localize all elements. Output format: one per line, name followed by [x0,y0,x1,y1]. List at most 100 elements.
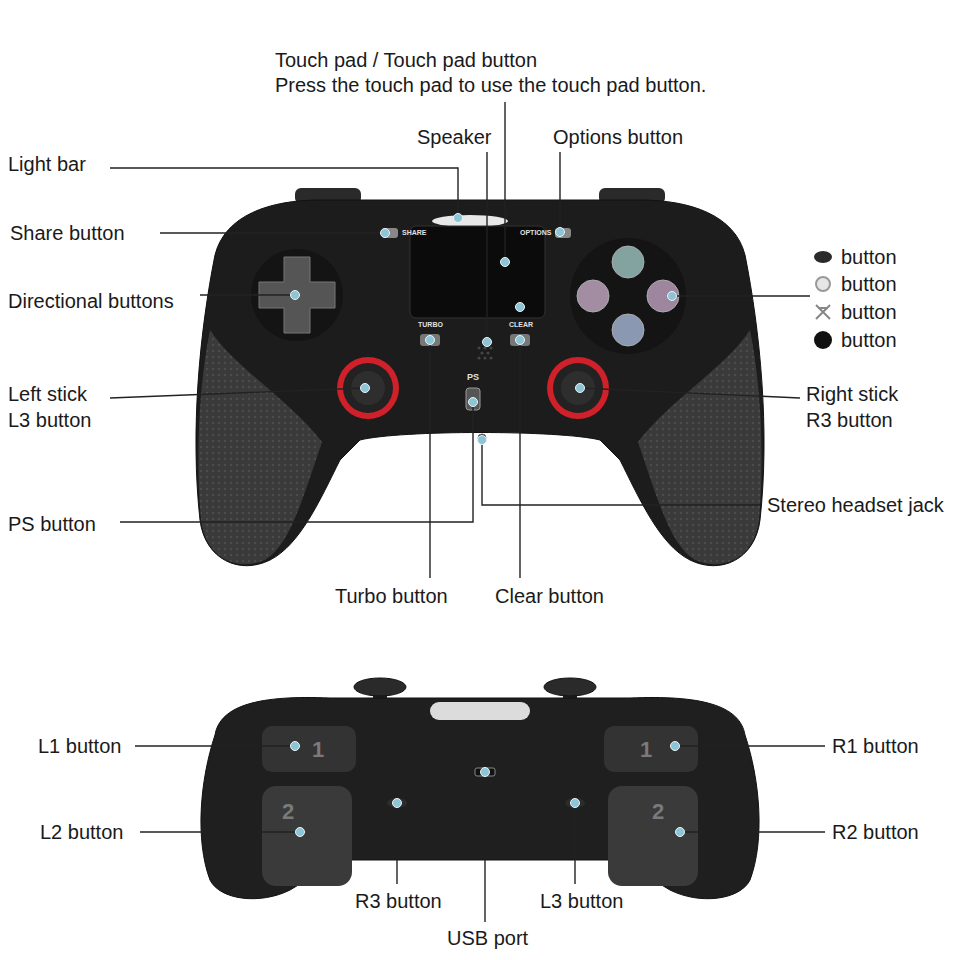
callout-label: Left stick [8,382,87,406]
face-button [577,280,609,312]
callout-label: button [841,300,897,324]
callout-label: R1 button [832,734,919,758]
pointer-dots [393,799,402,808]
leader-lines [135,745,295,746]
leader-lines [504,102,505,262]
callout-label: button [841,272,897,296]
clear-key [510,334,530,346]
speaker-grille [489,346,492,349]
callout-label: R2 button [832,820,919,844]
pointer-dots [454,214,463,223]
pointer-dots [668,292,677,301]
pointer-dots [676,828,685,837]
key-print: TURBO [418,321,443,329]
ps-key [466,388,480,410]
cross-symbol [816,305,830,319]
callout-label: L3 button [540,889,623,913]
light-bar [432,215,508,227]
callout-label: button [841,245,897,269]
right-stick [553,363,603,413]
speaker-grille [477,346,492,359]
callout-label: R3 button [806,408,893,432]
leader-lines [484,772,485,922]
trigger-number: 2 [282,799,294,825]
controller-front [196,188,764,566]
callout-label: R3 button [355,889,442,913]
leader-lines [200,294,295,295]
face-button-well [570,238,686,354]
l2-trigger [262,786,352,886]
leader-lines [672,295,810,296]
circle-symbol [816,277,830,291]
touch-pad [410,226,545,318]
callout-note: Press the touch pad to use the touch pad… [275,73,706,97]
callout-label: Speaker [417,125,492,149]
pointer-dots [516,336,525,345]
callout-label: Directional buttons [8,289,174,313]
pointer-dots [556,228,565,237]
pointer-dots [469,398,478,407]
pointer-dots [481,768,490,777]
leader-lines [675,745,825,746]
trigger-number: 1 [640,737,652,763]
callout-label: Touch pad / Touch pad button [275,48,537,72]
pointer-dots [381,229,390,238]
back-button [565,798,585,808]
callout-label: PS button [8,512,96,536]
stick-cap [544,678,596,696]
leader-lines [574,803,575,884]
turbo-key [420,334,440,346]
pointer-dots [291,291,300,300]
leader-lines [396,803,397,884]
controller-body [196,200,764,566]
leader-lines [110,388,365,398]
light-bar [430,702,530,720]
pointer-dots [361,384,370,393]
triangle-symbol [814,251,832,263]
l1-bumper [262,726,356,772]
speaker-grille [477,356,480,359]
r1-bumper [604,726,698,772]
pointer-dots [296,828,305,837]
callout-label: L2 button [40,820,123,844]
square-symbol [814,331,832,349]
callout-label: Stereo headset jack [767,493,944,517]
key-print: CLEAR [509,321,533,329]
pointer-dots [426,336,435,345]
right-grip [638,330,762,564]
pointer-dots [483,338,492,347]
pointer-dots [478,436,487,445]
leader-lines [680,831,825,832]
left-grip [198,330,322,564]
key-print: SHARE [402,229,427,237]
pointer-dots [501,258,510,267]
leader-lines [110,168,458,218]
leader-lines [110,102,825,922]
callout-label: Options button [553,125,683,149]
pointer-dots [291,742,300,751]
key-print: PS [467,372,479,383]
leader-lines [580,388,800,398]
speaker-grille [480,351,483,354]
speaker-grille [483,356,486,359]
button-symbols [814,251,832,349]
speaker-grille [477,346,480,349]
controller-back [201,678,759,899]
leader-lines [160,232,385,233]
pointer-dots [671,742,680,751]
callout-label: L1 button [38,734,121,758]
back-button [387,798,407,808]
callout-label: Light bar [8,152,86,176]
pointer-dots [516,303,525,312]
right-stick-ring [547,357,609,419]
leader-lines [559,152,560,232]
callout-label: button [841,328,897,352]
leader-lines [482,440,760,505]
stick-cap [354,678,406,696]
callout-label: USB port [447,926,528,950]
leader-lines [120,402,473,522]
face-button [612,246,644,278]
face-button [647,280,679,312]
options-key [555,228,571,238]
